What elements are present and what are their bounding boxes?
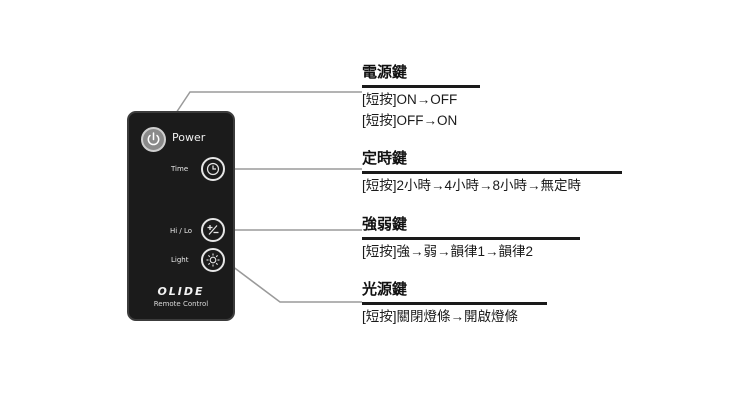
time-button[interactable] bbox=[201, 157, 225, 181]
callout-title: 強弱鍵 bbox=[362, 215, 580, 237]
plus-minus-icon bbox=[203, 220, 223, 240]
callout-light: 光源鍵 [短按]關閉燈條→開啟燈條 bbox=[362, 280, 547, 327]
power-icon bbox=[143, 129, 164, 150]
callout-rule bbox=[362, 237, 580, 240]
callout-hilo: 強弱鍵 [短按]強→弱→韻律1→韻律2 bbox=[362, 215, 580, 262]
remote-control: Power Time Hi / Lo Light bbox=[127, 111, 235, 321]
callout-title: 定時鍵 bbox=[362, 149, 622, 171]
leader-line-light bbox=[224, 260, 362, 302]
power-label: Power bbox=[172, 131, 205, 144]
callout-rule bbox=[362, 171, 622, 174]
callout-power: 電源鍵 [短按]ON→OFF [短按]OFF→ON bbox=[362, 63, 480, 131]
light-label: Light bbox=[171, 256, 188, 264]
light-button[interactable] bbox=[201, 248, 225, 272]
callout-line: [短按]ON→OFF bbox=[362, 89, 480, 110]
sun-icon bbox=[203, 250, 223, 270]
clock-icon bbox=[203, 159, 223, 179]
callout-title: 電源鍵 bbox=[362, 63, 480, 85]
callout-line: [短按]OFF→ON bbox=[362, 110, 480, 131]
callout-time: 定時鍵 [短按]2小時→4小時→8小時→無定時 bbox=[362, 149, 622, 196]
time-label: Time bbox=[171, 165, 188, 173]
callout-rule bbox=[362, 302, 547, 305]
callout-line: [短按]關閉燈條→開啟燈條 bbox=[362, 306, 547, 327]
hilo-label: Hi / Lo bbox=[170, 227, 192, 235]
callout-title: 光源鍵 bbox=[362, 280, 547, 302]
callout-line: [短按]2小時→4小時→8小時→無定時 bbox=[362, 175, 622, 196]
callout-line: [短按]強→弱→韻律1→韻律2 bbox=[362, 241, 580, 262]
brand-logo: OLIDE bbox=[129, 285, 233, 298]
brand-subtitle: Remote Control bbox=[129, 300, 233, 308]
hilo-button[interactable] bbox=[201, 218, 225, 242]
callout-rule bbox=[362, 85, 480, 88]
power-button[interactable] bbox=[141, 127, 166, 152]
